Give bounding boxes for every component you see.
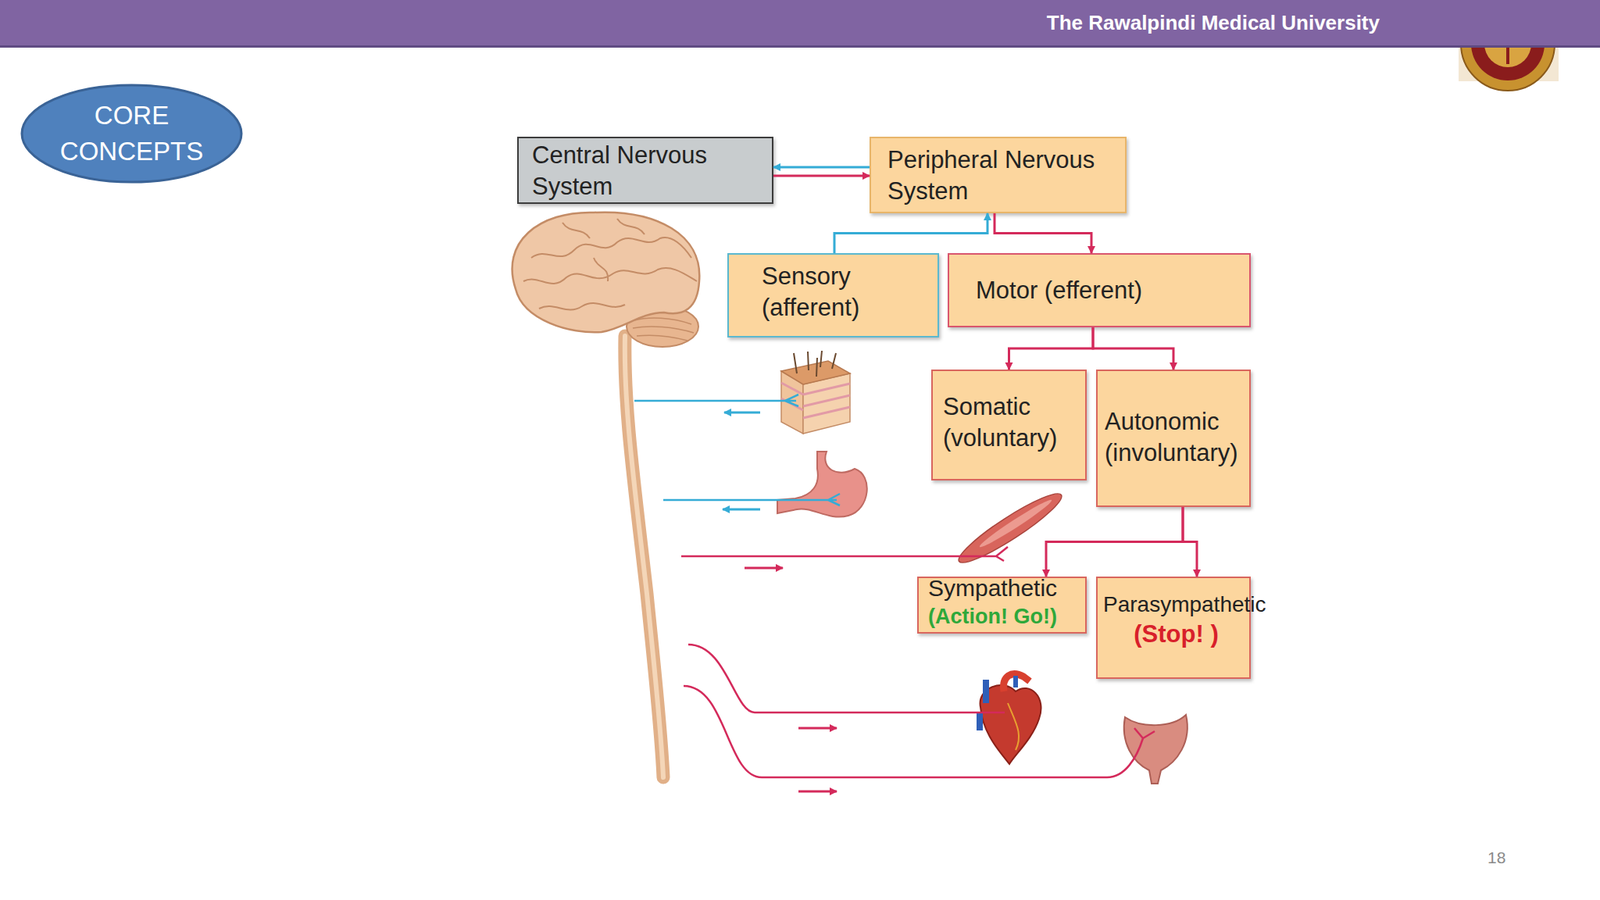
node-title: Sensory (afferent) [761,260,895,324]
node-title: Motor (efferent) [975,275,1250,307]
cerebrum [512,212,700,333]
skin-top [781,360,850,385]
process-box: Motor (efferent) [947,253,1251,328]
aorta [1003,674,1030,692]
direction-arrow [798,790,837,793]
logo-ring [1460,0,1555,91]
process-box: Peripheral Nervous System [869,136,1127,214]
process-box: Central Nervous System [517,136,774,204]
somatic-motor-nerve [681,546,1008,561]
connector-arrow [1092,327,1174,370]
pulmonary-artery [1013,675,1018,688]
connector-arrow [1182,507,1197,577]
hairs [793,350,836,377]
vena-cava [979,679,986,731]
connector-arrow [834,213,988,254]
connector-arrow [773,166,870,169]
node-title: Autonomic (involuntary) [1104,406,1252,469]
process-box: Sympathetic(Action! Go!) [917,576,1087,634]
node-title: Central Nervous System [532,139,743,203]
concept-ellipse: CORE CONCEPTS [20,83,243,184]
process-box: Autonomic (involuntary) [1096,369,1251,508]
direction-arrow [798,727,837,730]
brain-gyri [523,218,697,311]
logo-center [1484,20,1532,68]
node-title: Peripheral Nervous System [887,144,1118,208]
node-title: Somatic (voluntary) [942,391,1084,454]
node-title: CORE CONCEPTS [50,97,215,170]
page-number: 18 [1487,848,1506,868]
node-subtitle: (Stop! ) [1133,619,1218,650]
spinal-cord-highlight [625,335,664,778]
ellipse-shape [21,85,242,183]
bladder-nerve [683,685,1155,778]
sensory-nerve [634,394,799,407]
logo-inner-ring [1471,7,1545,81]
cardiac-nerve [688,644,1005,713]
process-box: Somatic (voluntary) [931,369,1087,481]
skeletal-muscle [953,485,1068,571]
connector-arrow [994,213,1092,254]
skin-block [781,350,850,434]
urinary-bladder [1124,714,1188,784]
visceral-sensory-nerve [663,493,840,506]
coronary-vessel [1007,703,1019,750]
muscle-highlight [977,496,1054,550]
stomach [777,451,868,518]
process-box: Sensory (afferent) [727,253,940,338]
logo-emblem [1496,23,1520,65]
cerebellum-folds [632,317,694,341]
direction-arrow [724,411,761,415]
heart [979,674,1042,765]
spinal-cord [625,335,664,778]
connector-arrow [1009,327,1094,370]
node-subtitle: (Action! Go!) [928,603,1086,630]
direction-arrow [722,508,761,511]
university-logo [1458,0,1559,91]
node-title: Sympathetic [928,575,1086,602]
ellipse-outline [20,83,243,184]
node-title: Parasympathetic [1103,591,1250,618]
university-name: The Rawalpindi Medical University [1046,10,1380,36]
direction-arrow [744,567,783,570]
connector-arrow [1046,507,1183,577]
brain [512,212,700,347]
process-box: Parasympathetic(Stop! ) [1096,576,1251,679]
heart-body [980,685,1042,765]
connector-arrow [773,175,870,178]
